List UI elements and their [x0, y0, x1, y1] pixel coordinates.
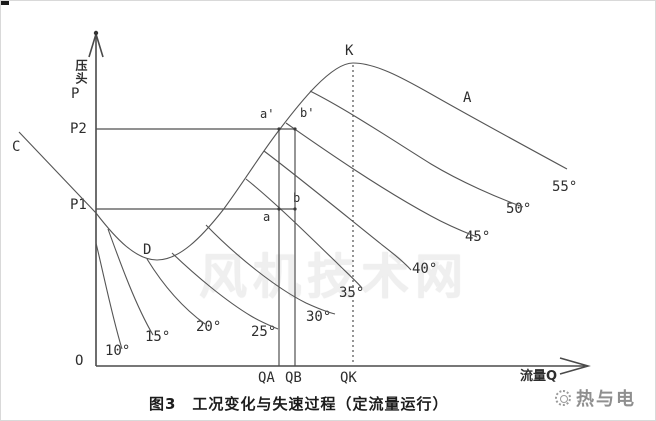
publisher-logo: 热与电 [555, 385, 636, 411]
x-axis-arrow-icon [559, 357, 591, 375]
curve-25deg [171, 252, 279, 330]
point-a-dot [277, 207, 281, 211]
point-a-prime-dot [277, 127, 281, 131]
curve-35deg [245, 178, 363, 289]
axes-group [88, 31, 591, 375]
curve-40deg [263, 150, 412, 271]
angle-label-50: 50° [506, 201, 532, 217]
y-axis-title: 压头 [74, 59, 88, 85]
point-a-prime-label: a' [260, 107, 275, 121]
curve-15deg [107, 228, 154, 336]
scan-corner-artifact [1, 1, 9, 5]
curve-45deg [285, 122, 478, 238]
site-watermark-text: 风机技术网 [199, 249, 470, 305]
curve-30deg [205, 224, 336, 315]
point-b-prime-label: b' [300, 106, 315, 120]
y-axis-arrow-tip-dot [93, 30, 99, 36]
angle-label-15: 15° [145, 329, 171, 345]
qb-label: QB [285, 370, 302, 386]
origin-label: O [75, 353, 84, 369]
figure-caption: 图3 工况变化与失速过程（定流量运行） [149, 395, 449, 413]
angle-label-35: 35° [339, 285, 365, 301]
angle-label-45: 45° [465, 229, 491, 245]
curve-55deg-main-C-D-K-A [18, 62, 568, 261]
point-b-dot [293, 207, 297, 211]
point-c-label: C [12, 139, 21, 155]
point-b-prime-dot [293, 127, 297, 131]
point-k-label: K [345, 43, 354, 59]
point-a-label: a [263, 210, 271, 224]
angle-label-25: 25° [251, 324, 277, 340]
point-d-label: D [143, 242, 152, 258]
publisher-logo-text: 热与电 [576, 389, 636, 410]
curve-50deg [309, 90, 524, 208]
curves-group [18, 62, 568, 350]
qk-label: QK [340, 370, 357, 386]
curve-20deg [146, 258, 206, 325]
p2-label: P2 [70, 121, 87, 137]
sun-logo-icon [555, 390, 571, 406]
point-b-label: b [293, 191, 301, 205]
operating-points-group [277, 127, 297, 211]
curve-10deg [95, 242, 123, 350]
y-axis-symbol: P [71, 86, 80, 102]
angle-label-20: 20° [196, 319, 222, 335]
angle-label-55: 55° [552, 179, 578, 195]
x-axis-title: 流量Q [520, 369, 558, 384]
angle-label-40: 40° [412, 261, 438, 277]
p1-label: P1 [70, 197, 87, 213]
branch-a-label: A [463, 90, 472, 106]
angle-label-30: 30° [306, 309, 332, 325]
operating-lines-group [96, 128, 296, 366]
qa-label: QA [258, 370, 275, 386]
angle-label-10: 10° [105, 343, 131, 359]
